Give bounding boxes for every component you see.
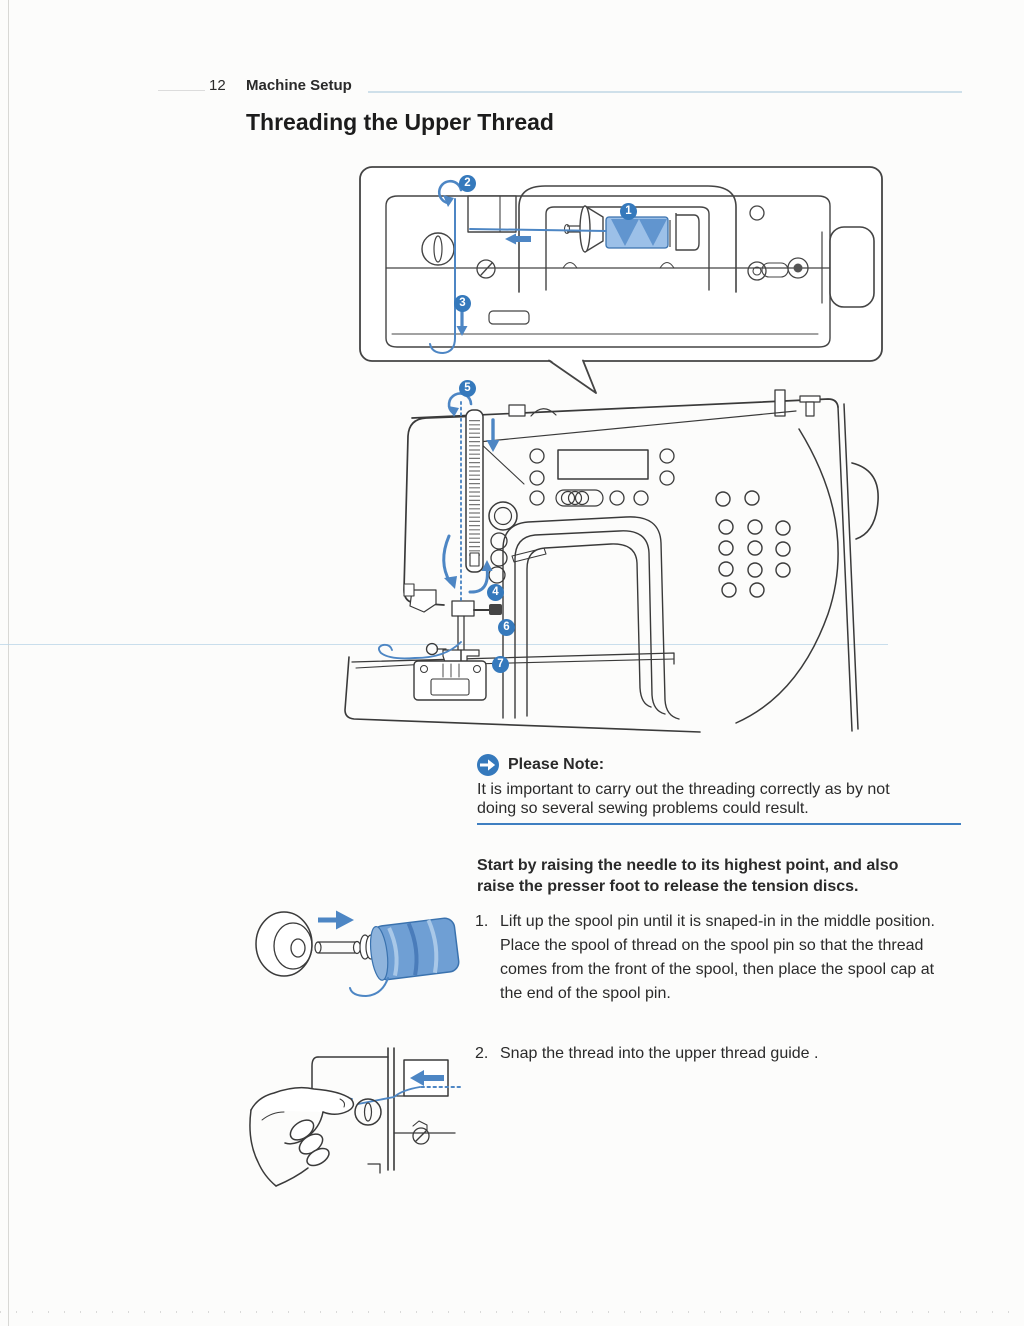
thread-guide-hand-illustration [249, 1047, 461, 1187]
handwheel [851, 462, 879, 540]
note-label: Please Note: [508, 756, 605, 773]
page-title: Threading the Upper Thread [246, 109, 554, 135]
scan-blue-artifact-line [0, 644, 888, 645]
left-arrow-icon [505, 233, 531, 245]
step-marker-2: 2 [459, 175, 476, 192]
needle-plate [413, 660, 487, 701]
thread-tail [349, 977, 389, 998]
step-text-line: the end of the spool pin. [500, 985, 671, 1002]
step-marker-6: 6 [498, 619, 515, 636]
intro-line: Start by raising the needle to its highe… [477, 857, 899, 874]
curved-arrow-icon [437, 179, 463, 205]
step-marker-4: 4 [487, 584, 504, 601]
note-text-line: doing so several sewing problems could r… [477, 800, 809, 817]
left-arrow-icon [410, 1070, 444, 1086]
step-number: 1. [475, 913, 489, 930]
top-view-threading-diagram [359, 166, 883, 394]
note-divider-rule [477, 823, 961, 825]
note-text-line: It is important to carry out the threadi… [477, 781, 890, 798]
step-marker-7: 7 [492, 656, 509, 673]
step-text-line: Snap the thread into the upper thread gu… [500, 1045, 819, 1062]
step-marker-1: 1 [620, 203, 637, 220]
note-arrow-icon [477, 754, 499, 776]
header-rule [368, 91, 962, 93]
step-marker-5: 5 [459, 380, 476, 397]
scan-edge-line [8, 0, 9, 1326]
page-number: 12 [209, 77, 226, 94]
button-grid [715, 490, 791, 598]
spool-top-view-icon [563, 205, 700, 253]
step-text-line: comes from the front of the spool, then … [500, 961, 935, 978]
thread-spool [369, 917, 460, 981]
step-text-line: Lift up the spool pin until it is snaped… [500, 913, 935, 930]
machine-front-view-diagram [344, 389, 879, 733]
step-marker-3: 3 [454, 295, 471, 312]
spool-pin [774, 389, 786, 417]
hand [249, 1086, 382, 1187]
spool-pin [317, 941, 358, 954]
thread-path-top [429, 179, 607, 355]
step-number: 2. [475, 1045, 489, 1062]
right-arrow-icon [318, 910, 354, 930]
step-text-line: Place the spool of thread on the spool p… [500, 937, 924, 954]
section-title: Machine Setup [246, 77, 352, 94]
intro-line: raise the presser foot to release the te… [477, 878, 859, 895]
header-left-dash [158, 90, 205, 91]
scan-bottom-speckles [0, 1311, 1024, 1313]
lcd-display [557, 449, 649, 480]
spool-pin-illustration [255, 910, 460, 998]
thread-path-front [377, 392, 500, 660]
